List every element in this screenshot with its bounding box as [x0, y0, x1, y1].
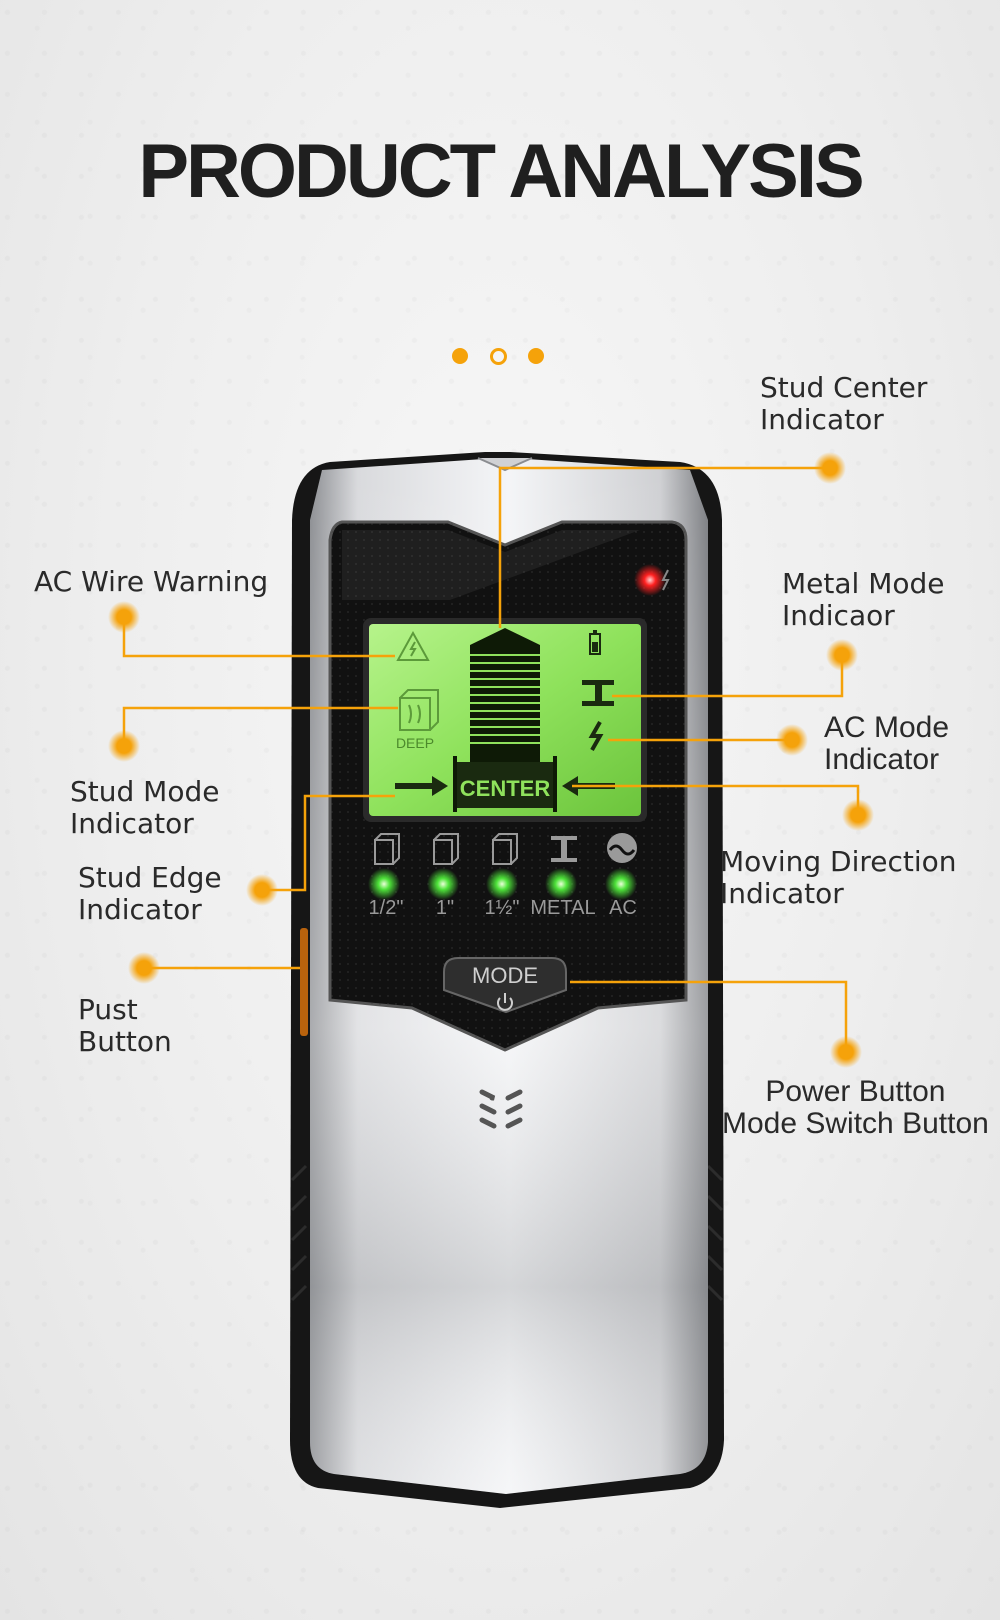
red-warning-led	[634, 564, 666, 596]
mode-button-label: MODE	[472, 963, 538, 988]
center-label: CENTER	[460, 776, 551, 801]
deep-label: DEEP	[396, 735, 434, 751]
label-power-mode-switch-button: Power Button Mode Switch Button	[722, 1075, 989, 1140]
right-arrow-icon	[395, 776, 448, 796]
indicator-label-metal: METAL	[530, 897, 595, 919]
label-metal-mode-indicator: Metal Mode Indicaor	[782, 567, 945, 632]
stud-signal-bars	[470, 628, 540, 800]
label-stud-mode-indicator: Stud Mode Indicator	[70, 775, 220, 840]
side-push-button[interactable]	[300, 928, 308, 1036]
label-moving-direction-indicator: Moving Direction Indicator	[720, 845, 957, 910]
lcd-metal-ibeam-icon	[582, 680, 614, 706]
label-ac-wire-warning: AC Wire Warning	[34, 565, 269, 598]
carousel-dot-1[interactable]	[452, 348, 468, 364]
carousel-dot-2-active[interactable]	[490, 348, 507, 365]
power-icon	[497, 993, 513, 1011]
page-title: PRODUCT ANALYSIS	[138, 129, 864, 214]
indicator-icons	[374, 833, 518, 865]
mode-power-button[interactable]: MODE	[443, 957, 567, 1014]
label-push-button: Pust Button	[78, 993, 172, 1058]
stud-block-icon	[374, 833, 400, 865]
ac-warning-triangle-icon	[396, 630, 430, 661]
carousel-dot-3[interactable]	[528, 348, 544, 364]
callout-dots	[108, 452, 874, 1068]
carousel-dots	[452, 348, 552, 370]
stud-block-icon	[433, 833, 459, 865]
label-stud-center-indicator: Stud Center Indicator	[760, 371, 928, 436]
label-stud-edge-indicator: Stud Edge Indicator	[78, 861, 222, 926]
lcd-ac-bolt-icon	[588, 721, 604, 751]
ac-wave-icon	[607, 833, 637, 863]
indicator-label-one-inch: 1"	[436, 897, 454, 919]
lightning-icon	[661, 569, 670, 591]
stud-block-icon	[492, 833, 518, 865]
indicator-label-ac: AC	[609, 897, 637, 919]
indicator-label-half-inch: 1/2"	[369, 897, 404, 919]
label-ac-mode-indicator: AC Mode Indicator	[824, 711, 950, 776]
indicator-label-one-half-inch: 1½"	[485, 897, 520, 919]
i-beam-icon	[551, 836, 577, 862]
side-grips	[290, 1164, 724, 1302]
deep-stud-icon	[399, 689, 439, 731]
speaker-grille-icon	[479, 1089, 523, 1129]
center-box	[455, 762, 555, 808]
indicator-leds	[368, 868, 637, 900]
